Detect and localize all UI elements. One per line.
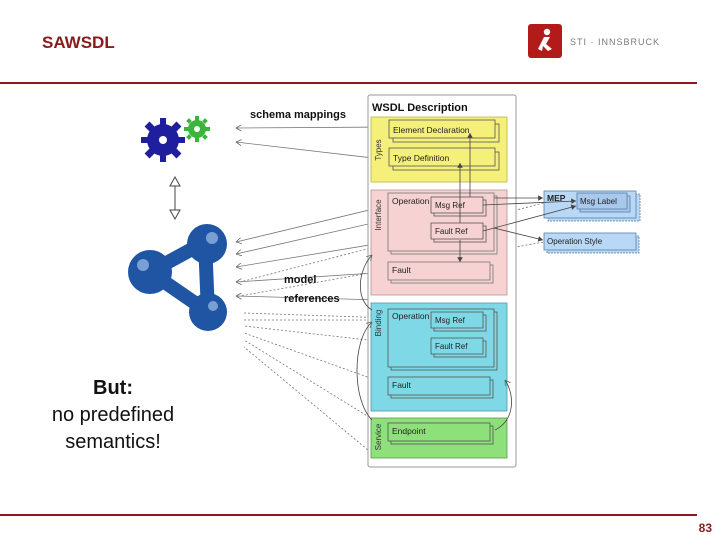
binding-fault-ref-label: Fault Ref [435,342,468,351]
service-section: Service Endpoint [370,417,508,459]
mep-group: MEP Msg Label [543,190,641,222]
model-label: model [284,274,316,286]
interface-operation-label: Operation [392,196,430,206]
binding-msg-ref-label: Msg Ref [435,316,466,325]
green-gear-icon [184,116,210,142]
element-declaration-label: Element Declaration [393,125,470,135]
binding-fault-label: Fault [392,380,412,390]
ontology-molecule-icon [128,224,227,331]
interface-fault-ref-label: Fault Ref [435,227,468,236]
wsdl-description-title: WSDL Description [372,102,468,114]
interface-section: Interface Operation Msg Ref Fault Ref Fa… [370,189,508,296]
caption-text: But: no predefined semantics! [28,375,198,456]
service-section-label: Service [374,423,383,450]
sti-logo-mark [528,24,562,58]
blue-gear-icon [141,118,185,162]
page-number: 83 [698,521,712,535]
operation-style-label: Operation Style [547,237,603,246]
schema-mappings-label: schema mappings [250,109,346,121]
logo-text: STI · INNSBRUCK [570,37,661,47]
types-section-label: Types [374,139,383,160]
internal-connectors [356,133,577,431]
caption-line-2: no predefined [51,404,175,426]
type-definition-label: Type Definition [393,153,449,163]
endpoint-label: Endpoint [392,426,426,436]
caption-line-3: semantics! [65,431,161,453]
binding-operation-label: Operation [392,311,430,321]
interface-section-label: Interface [374,199,383,231]
interface-fault-label: Fault [392,265,412,275]
header-rule [0,82,697,84]
msg-label-label: Msg Label [580,197,617,206]
mep-label: MEP [547,193,566,203]
interface-msg-ref-label: Msg Ref [435,201,466,210]
caption-line-1: But: [93,377,133,399]
double-arrow-icon [169,175,181,221]
types-section: Types Element Declaration Type Definitio… [370,116,508,183]
sti-innsbruck-logo: STI · INNSBRUCK [528,24,698,60]
footer-rule [0,514,697,516]
slide-title: SAWSDL [42,33,115,52]
binding-section: Binding Operation Msg Ref Fault Ref Faul… [370,302,508,412]
operation-style-group: Operation Style [543,232,640,254]
references-label: references [284,293,340,305]
binding-section-label: Binding [374,310,383,337]
